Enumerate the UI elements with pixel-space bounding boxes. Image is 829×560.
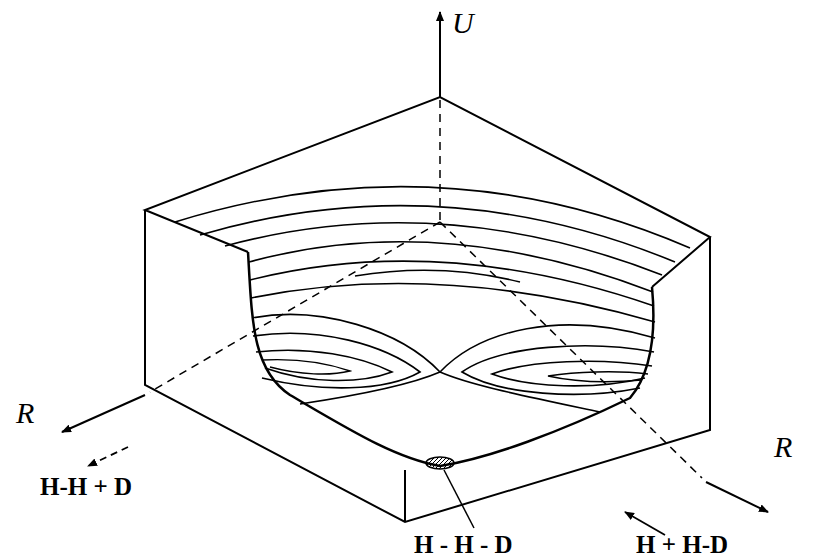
axis-label: R xyxy=(16,398,34,428)
species-label: H - H - D xyxy=(414,532,513,557)
axis-label: U xyxy=(452,8,474,38)
species-label: H-H + D xyxy=(40,474,132,499)
axis-label: R xyxy=(774,432,792,462)
species-label: H + H-D xyxy=(636,532,728,557)
